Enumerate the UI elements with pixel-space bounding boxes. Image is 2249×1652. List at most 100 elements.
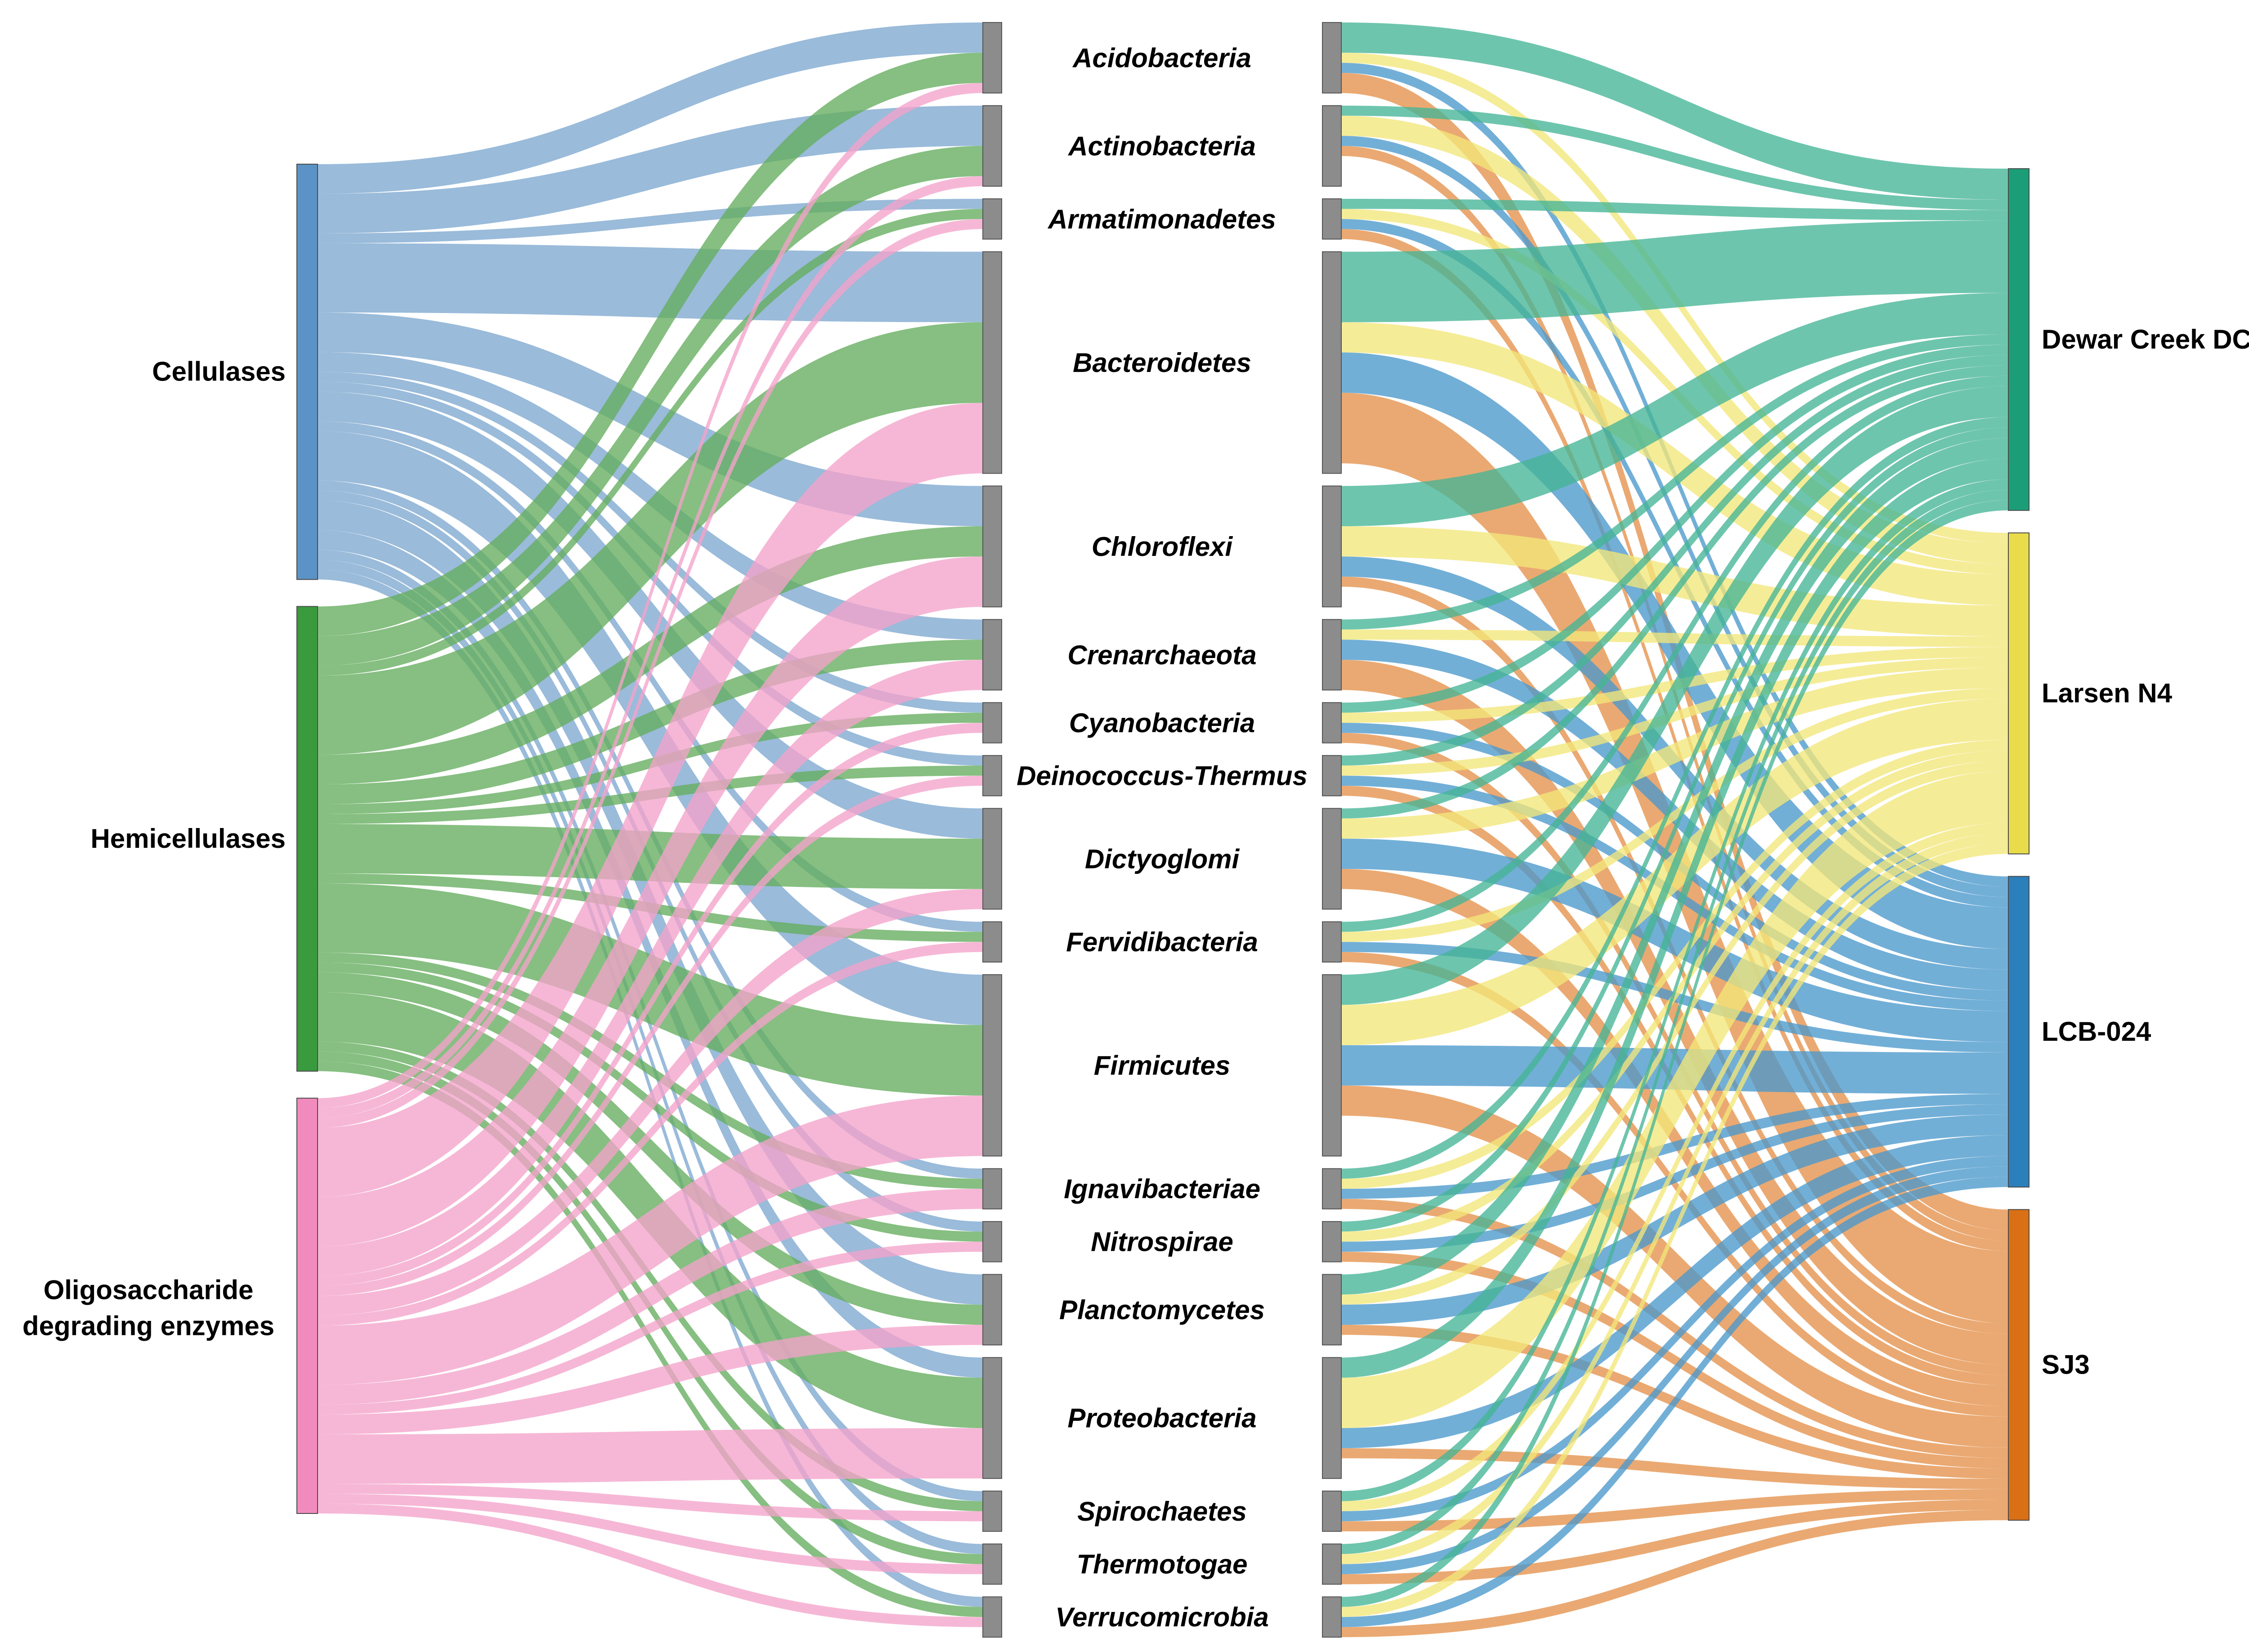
node-deinococcus-thermus-right [1322,755,1342,797]
node-spirochaetes-right [1322,1491,1342,1532]
node-planctomycetes-left [982,1274,1002,1346]
node-firmicutes-left [982,974,1002,1157]
node-bacteroidetes-right [1322,251,1342,474]
link-oligosaccharide-deinococcus-thermus [318,775,983,1296]
link-nitrospirae-n4 [1341,750,2008,1242]
link-hemicellulases-cyanobacteria [318,712,983,815]
link-bacteroidetes-n4 [1341,322,2008,605]
link-oligosaccharide-verrucomicrobia [318,1504,983,1627]
node-chloroflexi-left [982,485,1002,608]
label-sj3: SJ3 [2042,1350,2090,1380]
link-dictyoglomi-lcb [1341,838,2008,1042]
label-cellulases: Cellulases [152,357,286,387]
label-acidobacteria: Acidobacteria [1072,43,1251,73]
link-oligosaccharide-cyanobacteria [318,722,983,1286]
node-verrucomicrobia-right [1322,1596,1342,1638]
node-acidobacteria-right [1322,22,1342,94]
link-firmicutes-lcb [1341,1045,2008,1094]
node-cyanobacteria-left [982,702,1002,743]
link-deinococcus-thermus-lcb [1341,775,2008,1011]
link-oligosaccharide-ignavibacteriae [318,1189,983,1405]
node-dc9 [2008,168,2029,511]
node-crenarchaeota-left [982,619,1002,691]
node-chloroflexi-right [1322,485,1342,608]
node-dictyoglomi-right [1322,808,1342,910]
link-nitrospirae-dc9 [1341,427,2008,1232]
node-ignavibacteriae-right [1322,1168,1342,1209]
link-verrucomicrobia-sj3 [1341,1509,2008,1637]
node-firmicutes-right [1322,974,1342,1157]
link-dictyoglomi-n4 [1341,667,2008,839]
link-ignavibacteriae-sj3 [1341,1199,2008,1458]
link-armatimonadetes-sj3 [1341,229,2008,1251]
node-fervidibacteria-left [982,921,1002,963]
link-oligosaccharide-crenarchaeota [318,659,983,1276]
link-ignavibacteriae-lcb [1341,1094,2008,1199]
node-n4 [2008,532,2029,855]
link-thermotogae-n4 [1341,833,2008,1564]
link-verrucomicrobia-lcb [1341,1177,2008,1627]
label-n4: Larsen N4 [2042,678,2173,708]
label-firmicutes: Firmicutes [1094,1051,1230,1081]
link-oligosaccharide-thermotogae [318,1494,983,1574]
link-spirochaetes-sj3 [1341,1489,2008,1531]
link-ignavibacteriae-n4 [1341,740,2008,1189]
node-thermotogae-left [982,1543,1002,1585]
link-cellulases-verrucomicrobia [318,569,983,1607]
link-cellulases-spirochaetes [318,550,983,1501]
link-hemicellulases-crenarchaeota [318,640,983,805]
link-cellulases-acidobacteria [318,22,983,194]
link-ignavibacteriae-dc9 [1341,417,2008,1179]
label-crenarchaeota: Crenarchaeota [1067,640,1256,670]
link-thermotogae-lcb [1341,1166,2008,1574]
nodes [296,22,2029,1638]
label-oligosaccharide-line-1: Oligosaccharide [44,1275,254,1305]
link-hemicellulases-firmicutes [318,883,983,1096]
link-dictyoglomi-sj3 [1341,869,2008,1406]
link-crenarchaeota-sj3 [1341,659,2008,1365]
link-planctomycetes-lcb [1341,1115,2008,1325]
node-proteobacteria-right [1322,1357,1342,1479]
link-cellulases-thermotogae [318,560,983,1554]
link-oligosaccharide-acidobacteria [318,83,983,1108]
link-spirochaetes-lcb [1341,1156,2008,1522]
link-oligosaccharide-dictyoglomi [318,889,983,1316]
label-dictyoglomi: Dictyoglomi [1085,844,1240,874]
link-nitrospirae-lcb [1341,1104,2008,1252]
link-proteobacteria-dc9 [1341,458,2008,1378]
link-spirochaetes-dc9 [1341,479,2008,1501]
label-cyanobacteria: Cyanobacteria [1069,708,1255,738]
link-thermotogae-sj3 [1341,1499,2008,1585]
node-armatimonadetes-right [1322,198,1342,240]
link-hemicellulases-verrucomicrobia [318,1061,983,1617]
label-actinobacteria: Actinobacteria [1067,131,1256,161]
link-proteobacteria-lcb [1341,1135,2008,1448]
label-thermotogae: Thermotogae [1076,1549,1247,1580]
link-oligosaccharide-firmicutes [318,1095,983,1385]
label-dc9: Dewar Creek DC9 [2042,324,2249,354]
link-deinococcus-thermus-n4 [1341,657,2008,776]
node-spirochaetes-left [982,1491,1002,1532]
link-hemicellulases-actinobacteria [318,146,983,666]
link-oligosaccharide-armatimonadetes [318,219,983,1128]
label-nitrospirae: Nitrospirae [1091,1227,1233,1257]
link-actinobacteria-n4 [1341,116,2008,564]
node-nitrospirae-left [982,1221,1002,1263]
link-fervidibacteria-sj3 [1341,952,2008,1417]
label-hemicellulases: Hemicellulases [90,824,286,854]
link-oligosaccharide-proteobacteria [318,1428,983,1484]
node-fervidibacteria-right [1322,921,1342,963]
link-firmicutes-dc9 [1341,386,2008,1005]
link-oligosaccharide-fervidibacteria [318,942,983,1326]
link-crenarchaeota-n4 [1341,629,2008,647]
node-actinobacteria-right [1322,105,1342,187]
link-cyanobacteria-dc9 [1341,345,2008,713]
label-chloroflexi: Chloroflexi [1092,532,1233,562]
link-actinobacteria-lcb [1341,136,2008,897]
link-planctomycetes-dc9 [1341,438,2008,1295]
link-armatimonadetes-dc9 [1341,199,2008,221]
link-hemicellulases-armatimonadetes [318,209,983,676]
label-bacteroidetes: Bacteroidetes [1073,348,1251,378]
label-spirochaetes: Spirochaetes [1077,1496,1247,1527]
